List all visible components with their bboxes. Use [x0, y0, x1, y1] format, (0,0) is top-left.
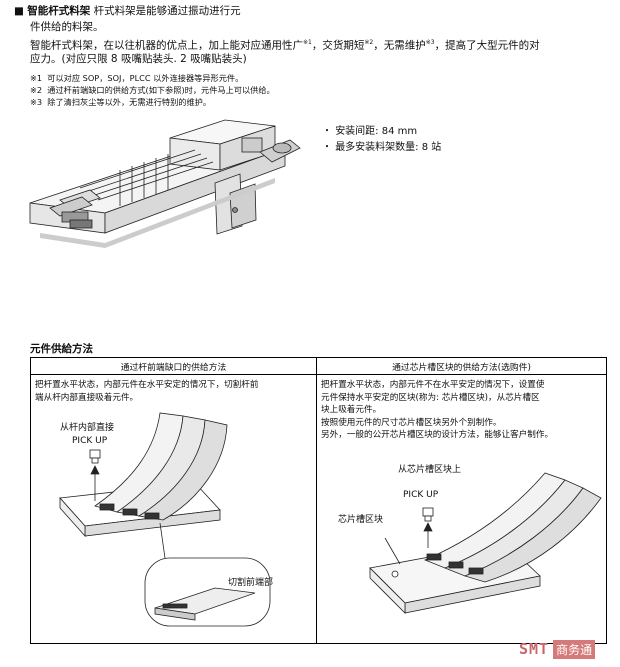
chip-slot-description: 把杆置水平状态，内部元件不在水平安定的情况下，设置使 元件保持水平安定的区块(称… — [317, 375, 606, 442]
spec-text: 最多安装料架数量: 8 站 — [335, 142, 442, 153]
watermark-cn: 商务通 — [553, 639, 596, 659]
spec-dot: ・ — [322, 142, 332, 153]
text-line: 端从杆内部直接吸着元件。 — [35, 392, 139, 403]
intro-line2: 件供给的料架。 — [30, 21, 104, 33]
label-pickup-left: PICK UP — [72, 436, 108, 446]
note-text: 通过杆前端缺口的供给方式(如下参照)时，元件马上可以供给。 — [47, 85, 275, 95]
intro-line1: 杆式料架是能够通过振动进行元 — [93, 5, 241, 17]
section2-heading: 元件供給方法 — [30, 343, 93, 355]
note-mark: ※2 — [30, 85, 43, 95]
note-mark: ※1 — [30, 73, 43, 83]
spec-item-pitch: ・ 安装间距: 84 mm — [322, 124, 417, 140]
note-3: ※3 除了清扫灰尘等以外，无需进行特别的维护。 — [30, 97, 211, 109]
chip-slot-supply-illustration — [369, 472, 602, 614]
text-line: 把杆置水平状态，内部元件在水平安定的情况下，切割杆前 — [35, 380, 259, 390]
body-part3: ，无需维护 — [373, 39, 426, 52]
heading-bullet: ■ — [14, 5, 24, 17]
section1-heading: 智能杆式料架 — [27, 5, 91, 17]
label-cut-tip: 切割前端部 — [228, 578, 274, 588]
spec-text: 安装间距: 84 mm — [335, 126, 418, 137]
spec-item-max-feeders: ・ 最多安装料架数量: 8 站 — [322, 140, 441, 156]
column-header-chip-slot: 通过芯片槽区块的供给方法(选购件) — [316, 357, 607, 375]
text-line: 元件保持水平安定的区块(称为: 芯片槽区块)，从芯片槽区 — [321, 392, 540, 403]
footnote-ref-2: ※2 — [364, 39, 374, 46]
notch-description: 把杆置水平状态，内部元件在水平安定的情况下，切割杆前 端从杆内部直接吸着元件。 — [31, 375, 316, 404]
notch-supply-illustration — [59, 412, 271, 627]
body-part1: 智能杆式料架，在以往机器的优点上，加上能对应通用性广 — [30, 39, 303, 52]
body-part2: ，交货期短 — [311, 39, 365, 52]
footnote-ref-1: ※1 — [303, 39, 312, 46]
body-part4: ，提高了大型元件的对 — [434, 39, 540, 52]
note-1: ※1 可以对应 SOP，SOJ，PLCC 以外连接器等异形元件。 — [30, 73, 243, 85]
body-line2: 应力。(对应只限 8 吸嘴贴装头. 2 吸嘴贴装头) — [30, 53, 247, 65]
label-chip-slot-block: 芯片槽区块 — [338, 515, 384, 525]
note-mark: ※3 — [30, 97, 43, 107]
column-header-notch: 通过杆前端缺口的供给方法 — [30, 357, 317, 375]
note-text: 除了清扫灰尘等以外，无需进行特别的维护。 — [47, 97, 212, 107]
section1-heading-line: ■ 智能杆式料架 杆式料架是能够通过振动进行元 — [14, 3, 241, 19]
text-line: 把杆置水平状态，内部元件不在水平安定的情况下，设置使 — [321, 380, 545, 390]
label-from-chip-slot: 从芯片槽区块上 — [398, 465, 462, 475]
label-direct-pickup: 从杆内部直接 — [60, 423, 115, 433]
watermark-logo: SMT 商务通 — [519, 639, 596, 659]
body-line1: 智能杆式料架，在以往机器的优点上，加上能对应通用性广※1，交货期短※2，无需维护… — [30, 35, 540, 54]
text-line: 块上吸着元件。 — [321, 405, 382, 416]
table-header-row: 通过杆前端缺口的供给方法 通过芯片槽区块的供给方法(选购件) — [30, 357, 607, 375]
spec-dot: ・ — [322, 126, 332, 137]
footnote-ref-3: ※3 — [425, 39, 435, 46]
note-2: ※2 通过杆前端缺口的供给方式(如下参照)时，元件马上可以供给。 — [30, 85, 275, 97]
watermark-latin: SMT — [519, 640, 550, 658]
text-line: 另外，一般的公开芯片槽区块的设计方法，能够让客户制作。 — [321, 430, 554, 441]
note-text: 可以对应 SOP，SOJ，PLCC 以外连接器等异形元件。 — [47, 73, 244, 83]
stick-feeder-illustration — [29, 119, 301, 248]
label-pickup-right: PICK UP — [403, 490, 439, 500]
text-line: 按照使用元件的尺寸芯片槽区块另外个别制作。 — [321, 417, 502, 428]
